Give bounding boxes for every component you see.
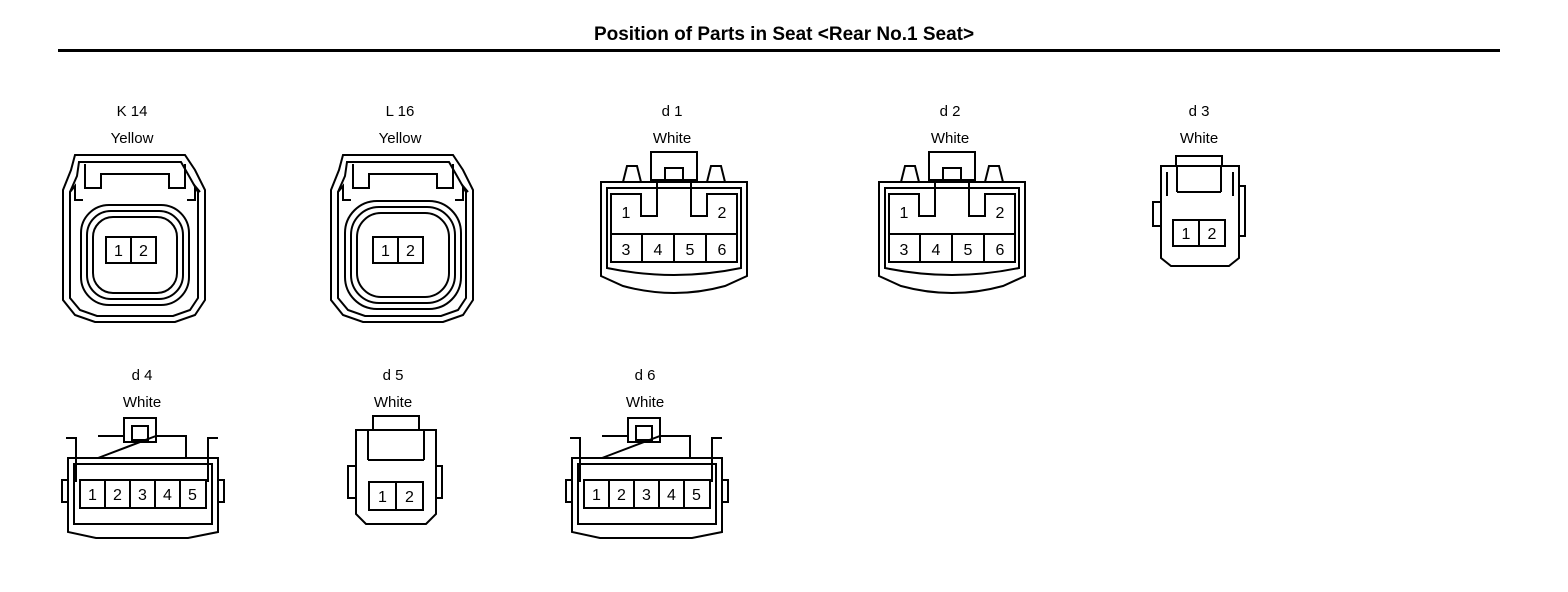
pin-label: 1 [378,489,387,506]
pin-cavity [584,480,710,508]
pin-label: 1 [381,243,390,260]
connector-d1: 1 2 3 4 5 6 [595,150,755,300]
pin-label: 2 [405,489,414,506]
connector-k14: 1 2 [55,150,215,325]
pin-label: 4 [667,487,676,504]
pin-label: 2 [406,243,415,260]
connector-l16: 1 2 [323,150,483,325]
pin-label: 3 [642,487,651,504]
connector-id-k14: K 14 [116,103,148,120]
pin-label: 3 [138,487,147,504]
pin-cavity [80,480,206,508]
pin-label: 2 [113,487,122,504]
pin-label: 6 [718,242,727,259]
connector-color-l16: Yellow [378,130,422,147]
connector-id-d3: d 3 [1188,103,1210,120]
pin-label: 2 [718,205,727,222]
pin-label: 3 [622,242,631,259]
pin-label: 2 [617,487,626,504]
connector-d6: 1 2 3 4 5 [562,414,737,544]
pin-label: 5 [964,242,973,259]
pin-label: 4 [932,242,941,259]
pin-label: 5 [188,487,197,504]
connector-color-d3: White [1179,130,1219,147]
pin-label: 1 [592,487,601,504]
connector-color-d2: White [930,130,970,147]
pin-label: 2 [139,243,148,260]
connector-d4: 1 2 3 4 5 [58,414,233,544]
connector-id-l16: L 16 [385,103,415,120]
connector-d3: 1 2 [1145,152,1255,272]
connector-id-d6: d 6 [634,367,656,384]
title-rule [58,49,1500,52]
connector-id-d1: d 1 [661,103,683,120]
pin-label: 4 [163,487,172,504]
connector-color-d1: White [652,130,692,147]
pin-label: 5 [686,242,695,259]
connector-id-d2: d 2 [939,103,961,120]
pin-label: 4 [654,242,663,259]
pin-label: 1 [900,205,909,222]
pin-label: 1 [1182,226,1191,243]
connector-d5: 1 2 [340,414,450,534]
connector-color-k14: Yellow [110,130,154,147]
page-title: Position of Parts in Seat <Rear No.1 Sea… [593,24,975,45]
connector-id-d4: d 4 [131,367,153,384]
pin-label: 3 [900,242,909,259]
pin-label: 1 [88,487,97,504]
pin-label: 1 [114,243,123,260]
connector-color-d4: White [122,394,162,411]
pin-label: 2 [996,205,1005,222]
connector-id-d5: d 5 [382,367,404,384]
connector-color-d5: White [373,394,413,411]
pin-label: 5 [692,487,701,504]
pin-label: 2 [1208,226,1217,243]
connector-d2: 1 2 3 4 5 6 [873,150,1033,300]
pin-label: 6 [996,242,1005,259]
connector-color-d6: White [625,394,665,411]
pin-label: 1 [622,205,631,222]
